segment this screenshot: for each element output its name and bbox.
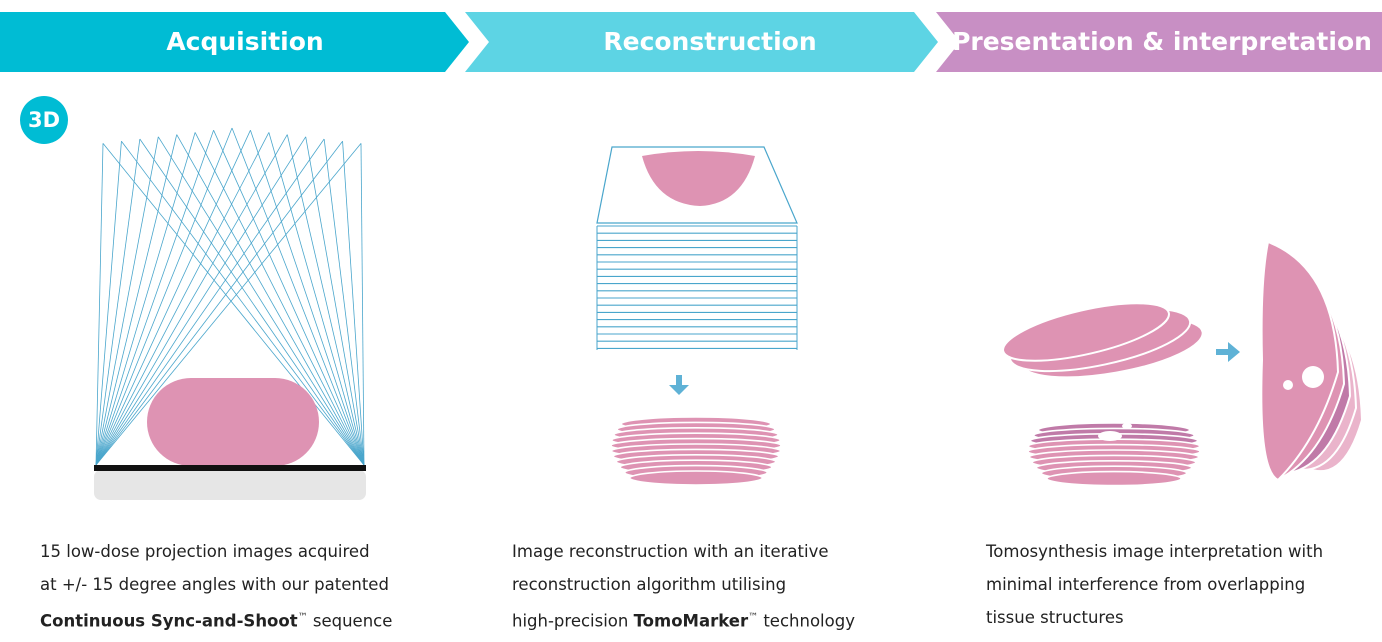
workflow-banner [0, 12, 1382, 72]
breast-section [642, 151, 755, 206]
caption-presentation: Tomosynthesis image interpretation with … [986, 542, 1324, 627]
reconstruction-illustration [596, 146, 798, 486]
acquisition-illustration [94, 127, 366, 500]
x-ray-beam-lines [95, 127, 365, 466]
presentation-illustration [1002, 240, 1364, 487]
reconstructed-volume [610, 416, 782, 486]
caption-reconstruction: Image reconstruction with an iterative r… [512, 542, 855, 631]
arrow-right-icon [1216, 342, 1240, 362]
compressed-breast [147, 378, 319, 466]
reconstruction-chevron [465, 12, 938, 72]
step-label-acquisition: Acquisition [166, 27, 324, 56]
step-label-presentation: Presentation & interpretation [952, 27, 1372, 56]
acquisition-chevron [0, 12, 469, 72]
acquisition-volume [596, 146, 798, 224]
presentation-chevron [936, 12, 1382, 72]
slice-stack [1027, 422, 1201, 487]
step-label-reconstruction: Reconstruction [603, 27, 817, 56]
arrow-down-icon [669, 375, 689, 395]
floating-slices [1002, 302, 1204, 379]
interpretation-view [1260, 240, 1364, 482]
3d-badge: 3D [20, 96, 68, 144]
detector-plate [94, 465, 366, 471]
caption-acquisition: 15 low-dose projection images acquired a… [40, 542, 393, 631]
reconstruction-slices [596, 225, 798, 350]
patient-table [94, 470, 366, 500]
